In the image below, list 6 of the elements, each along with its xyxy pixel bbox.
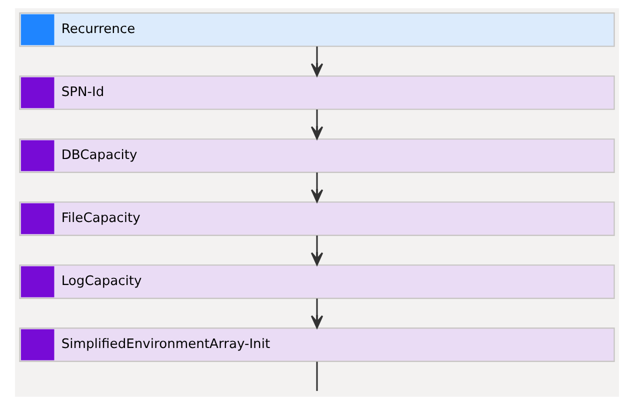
arrow	[310, 109, 323, 140]
arrow	[310, 298, 323, 329]
arrow	[310, 236, 323, 266]
connector	[316, 362, 318, 391]
arrow	[310, 172, 323, 203]
arrow	[310, 46, 323, 76]
